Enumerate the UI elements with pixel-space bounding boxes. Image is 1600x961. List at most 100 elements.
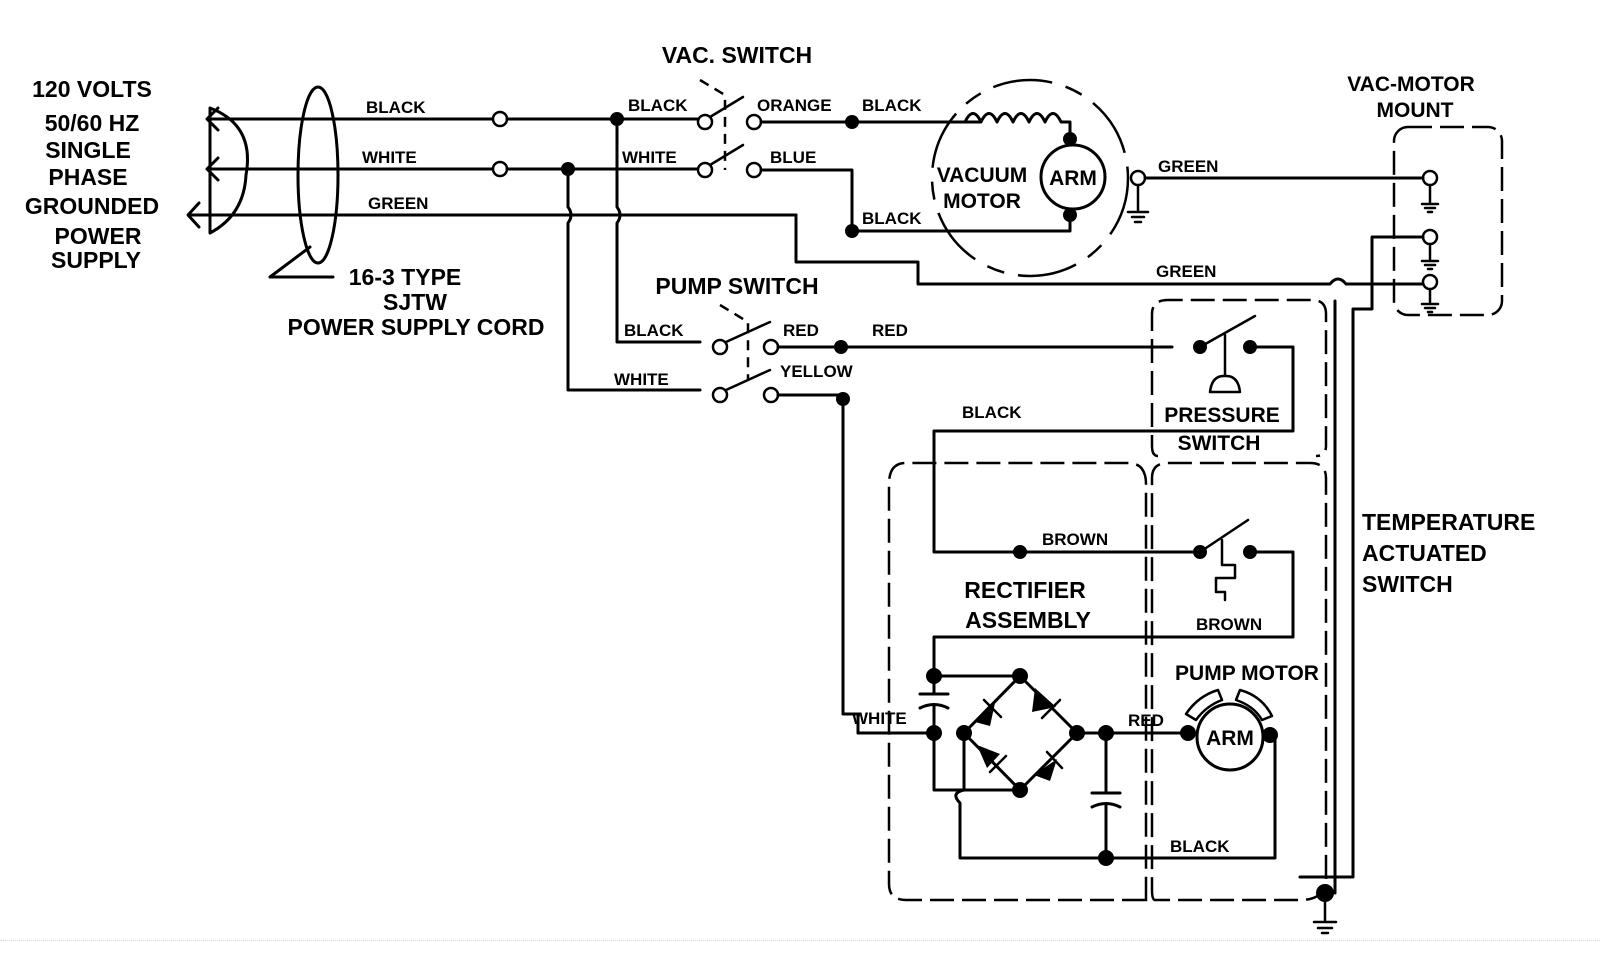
- power-wires: BLACK WHITE GREEN: [187, 98, 1402, 392]
- ground-icon: [1312, 900, 1338, 935]
- pump-brush-right: [1262, 727, 1278, 743]
- bimetal-icon: [1214, 538, 1237, 602]
- vac-out-orange-label: ORANGE: [757, 96, 832, 115]
- vac-motor-ground-terminal: [1129, 169, 1147, 187]
- rectifier-label-2: ASSEMBLY: [965, 607, 1091, 633]
- vac-motor-wire-top-label: BLACK: [862, 96, 922, 115]
- temp-label-2: ACTUATED: [1362, 540, 1487, 566]
- vac-motor-label-1: VACUUM: [937, 164, 1028, 187]
- rectifier-white-label: WHITE: [852, 709, 907, 728]
- page-edge: [0, 940, 1600, 941]
- wire-label-green: GREEN: [368, 194, 428, 213]
- wire-green-to-mount: [794, 213, 1402, 286]
- vac-armature-label: ARM: [1049, 167, 1097, 190]
- pump-switch-terminal-3: [762, 338, 780, 356]
- mount-enclosure: [1392, 125, 1504, 317]
- pressure-switch-blade[interactable]: [1198, 314, 1257, 349]
- pump-switch: PUMP SWITCH BLACK WHITE RED RED YELLOW: [614, 273, 1174, 716]
- rectifier-enclosure: [887, 461, 1148, 902]
- wire-white-to-bridge-bottom: [932, 731, 1022, 792]
- power-line-4: PHASE: [48, 164, 127, 190]
- mount-title-1: VAC-MOTOR: [1347, 73, 1475, 96]
- vac-switch-terminal-3: [745, 113, 763, 131]
- vac-switch-terminal-4: [745, 161, 763, 179]
- wire-return: [954, 731, 1277, 860]
- ground-icon: [1420, 242, 1440, 271]
- pressure-label-1: PRESSURE: [1164, 404, 1280, 427]
- pump-black-label: BLACK: [1170, 837, 1230, 856]
- mount-terminal-3: [1421, 273, 1439, 291]
- ground-icon: [1420, 287, 1440, 314]
- ground-icon: [1126, 183, 1150, 224]
- power-line-3: SINGLE: [45, 137, 131, 163]
- cord-label-3: POWER SUPPLY CORD: [288, 314, 545, 340]
- pump-switch-title: PUMP SWITCH: [655, 273, 818, 299]
- cord-label-2: SJTW: [383, 289, 447, 315]
- vac-motor-ground-label: GREEN: [1158, 157, 1218, 176]
- bridge-wiring: [962, 674, 1079, 792]
- field-magnet-icon: [1184, 688, 1224, 722]
- pump-motor-label: PUMP MOTOR: [1175, 662, 1319, 685]
- vac-switch-terminal-1[interactable]: [696, 113, 714, 131]
- field-coil-icon: [963, 112, 1072, 139]
- pump-switch-terminal-1[interactable]: [711, 338, 729, 356]
- brush-top: [1063, 132, 1077, 146]
- pump-switch-linkage: [719, 303, 750, 380]
- wire-white-to-pump-switch: [566, 167, 702, 392]
- pump-brush-left: [1180, 725, 1196, 741]
- chassis-ground: [1312, 299, 1338, 935]
- power-line-2: 50/60 HZ: [45, 110, 140, 136]
- vac-switch-terminal-2[interactable]: [696, 161, 714, 179]
- pump-out-red2-label: RED: [872, 321, 908, 340]
- vacuum-motor: BLACK BLACK ARM VACUUM MOTOR GREEN: [862, 78, 1398, 278]
- temp-label-3: SWITCH: [1362, 571, 1453, 597]
- wire-pressure-out: [932, 345, 1295, 554]
- vac-motor-wire-bottom-label: BLACK: [862, 209, 922, 228]
- diode-icon: [975, 698, 1003, 726]
- vacuum-motor-housing: [930, 78, 1130, 278]
- diode-icon: [1032, 688, 1062, 720]
- temp-switch-blade[interactable]: [1198, 518, 1250, 554]
- rectifier-red-label: RED: [1128, 711, 1164, 730]
- wire-black-to-pump-switch: [615, 117, 702, 344]
- junction-orange: [845, 115, 859, 129]
- mount-terminal-1: [1421, 169, 1439, 187]
- power-line-6: POWER: [55, 223, 142, 249]
- rectifier-label-1: RECTIFIER: [964, 577, 1086, 603]
- vac-out-blue-label: BLUE: [770, 148, 816, 167]
- wire-chassis-ground: [1298, 235, 1425, 879]
- vac-switch: VAC. SWITCH BLACK WHITE ORANGE BLUE: [622, 42, 1072, 238]
- power-line-5: GROUNDED: [25, 193, 159, 219]
- pump-armature-label: ARM: [1206, 727, 1254, 750]
- temp-label-1: TEMPERATURE: [1362, 509, 1535, 535]
- pressure-diaphragm-icon: [1208, 333, 1242, 394]
- terminal-white: [491, 160, 509, 178]
- temp-brown-top-label: BROWN: [1042, 530, 1108, 549]
- pressure-contact-2: [1243, 340, 1257, 354]
- temperature-switch: BROWN BROWN TEMPERATURE ACTUATED SWITCH: [932, 509, 1535, 677]
- field-magnet-icon: [1234, 688, 1274, 722]
- pump-out-yellow-label: YELLOW: [780, 362, 854, 381]
- vac-switch-blade-2[interactable]: [708, 143, 745, 167]
- junction-red: [834, 340, 848, 354]
- rectifier-assembly: RECTIFIER ASSEMBLY WHITE: [852, 461, 1277, 902]
- temp-brown-bottom-label: BROWN: [1196, 615, 1262, 634]
- terminal-black: [491, 110, 509, 128]
- cord-label-1: 16-3 TYPE: [349, 264, 462, 290]
- pump-switch-terminal-4: [762, 386, 780, 404]
- wire-yellow: [776, 393, 860, 716]
- cord-leader: [268, 245, 335, 279]
- vac-armature-icon: [1039, 143, 1107, 211]
- mount-title-2: MOUNT: [1377, 99, 1454, 122]
- pump-in-white-label: WHITE: [614, 370, 669, 389]
- mount-terminal-2: [1421, 228, 1439, 246]
- vac-switch-linkage: [699, 78, 727, 170]
- mount-ground-label: GREEN: [1156, 262, 1216, 281]
- vac-switch-blade-1[interactable]: [708, 95, 745, 119]
- vac-switch-title: VAC. SWITCH: [662, 42, 812, 68]
- power-line-1: 120 VOLTS: [32, 76, 152, 102]
- pump-switch-terminal-2[interactable]: [711, 386, 729, 404]
- wire-label-white: WHITE: [362, 148, 417, 167]
- vac-motor-mount: VAC-MOTOR MOUNT GREEN: [1156, 73, 1504, 879]
